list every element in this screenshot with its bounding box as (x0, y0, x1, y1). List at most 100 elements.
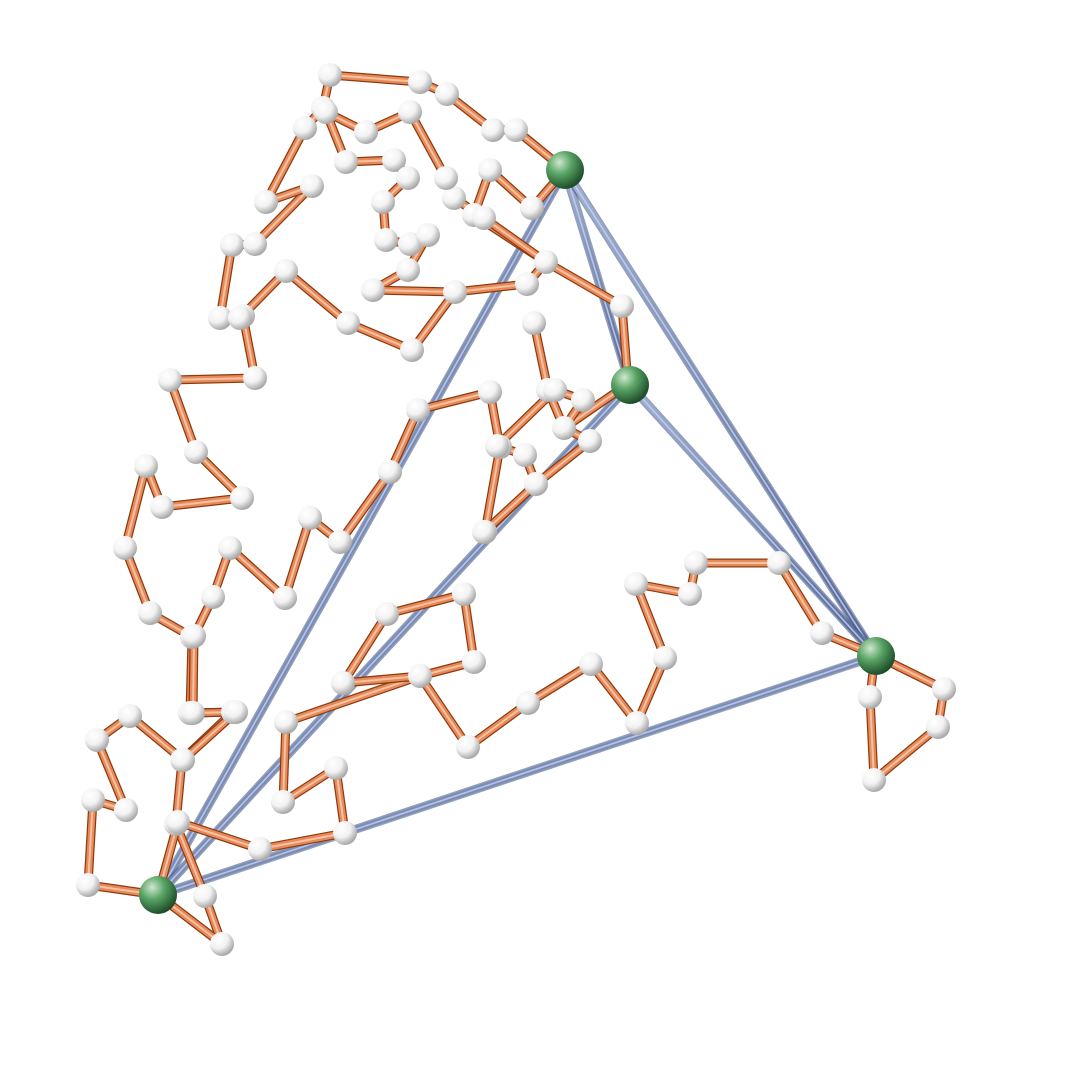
chain-node (678, 582, 702, 606)
bond-highlight (259, 832, 346, 850)
chain-node (552, 416, 576, 440)
chain-node (625, 711, 649, 735)
chain-node (442, 186, 466, 210)
chain-node (406, 398, 430, 422)
anchor-node (611, 366, 649, 404)
chain-node (396, 166, 420, 190)
chain-node (462, 650, 486, 674)
chain-node (114, 798, 138, 822)
chain-node (274, 710, 298, 734)
bond-highlight (527, 663, 592, 704)
anchor-nodes (139, 151, 895, 914)
chain-node (398, 100, 422, 124)
chain-node (334, 150, 358, 174)
bond-highlight (342, 675, 421, 684)
chain-node (336, 311, 360, 335)
frame-edge-highlight (157, 169, 566, 896)
bond-highlight (409, 111, 447, 179)
bond-highlight (169, 379, 197, 453)
chain-node (382, 148, 406, 172)
chain-node (452, 582, 476, 606)
chain-node (543, 378, 567, 402)
chain-node (293, 116, 317, 140)
chain-node (456, 735, 480, 759)
chain-node (273, 586, 297, 610)
bond-highlight (545, 261, 623, 307)
bond-highlight (417, 391, 491, 411)
chain-node (171, 748, 195, 772)
chain-node (220, 233, 244, 257)
chain-node (210, 932, 234, 956)
chain-node (400, 338, 424, 362)
chain-node (328, 530, 352, 554)
chain-node (435, 82, 459, 106)
bond-highlight (282, 721, 287, 803)
chain-node (314, 100, 338, 124)
chain-node (371, 190, 395, 214)
chain-node (653, 646, 677, 670)
chain-node (274, 259, 298, 283)
chain-node (524, 472, 548, 496)
chain-node (515, 272, 539, 296)
chain-node (926, 715, 950, 739)
bond-highlight (873, 726, 939, 781)
chain-node (767, 551, 791, 575)
chain-node (166, 810, 190, 834)
chain-node (230, 486, 254, 510)
chain-node (398, 232, 422, 256)
chain-node (434, 166, 458, 190)
bond-highlight (635, 583, 666, 659)
chain-node (624, 572, 648, 596)
bond-highlight (229, 547, 286, 599)
chain-node (138, 601, 162, 625)
chain-node (862, 768, 886, 792)
chain-node (182, 624, 206, 648)
chain-node (318, 63, 342, 87)
bond-highlight (419, 675, 469, 748)
chain-node (134, 454, 158, 478)
anchor-node (857, 637, 895, 675)
chain-node (571, 388, 595, 412)
chain-node (85, 728, 109, 752)
bond-highlight (484, 446, 501, 533)
frame-edge-highlight (629, 384, 877, 657)
bond-highlight (329, 74, 421, 83)
bond-highlight (869, 696, 875, 781)
chain-node (522, 311, 546, 335)
bond-highlight (219, 244, 233, 319)
chain-node (158, 368, 182, 392)
chain-node (810, 621, 834, 645)
chain-node (858, 685, 882, 709)
chain-node (184, 440, 208, 464)
chain-node (248, 837, 272, 861)
frame-edge-highlight (564, 169, 631, 386)
chain-node (513, 443, 537, 467)
chain-node (243, 366, 267, 390)
chain-node (113, 536, 137, 560)
bond-highlight (285, 675, 421, 723)
chain-node (254, 190, 278, 214)
chain-node (485, 434, 509, 458)
bond-highlight (339, 471, 391, 543)
chain-node (181, 701, 205, 725)
chain-node (271, 790, 295, 814)
chain-node (331, 671, 355, 695)
chain-node (579, 652, 603, 676)
chain-node (534, 250, 558, 274)
chain-node (243, 232, 267, 256)
chain-node (408, 664, 432, 688)
bond-highlight (96, 739, 127, 811)
bond-highlight (411, 291, 456, 351)
chain-node (333, 821, 357, 845)
chain-node (396, 258, 420, 282)
chain-node (118, 704, 142, 728)
bond-highlight (265, 127, 306, 203)
anchor-node (546, 151, 584, 189)
bond-highlight (254, 185, 313, 245)
bond-highlight (177, 821, 261, 850)
chain-node (481, 118, 505, 142)
chain-node (300, 174, 324, 198)
chain-node (516, 691, 540, 715)
chain-node (361, 278, 385, 302)
chain-node (224, 700, 248, 724)
